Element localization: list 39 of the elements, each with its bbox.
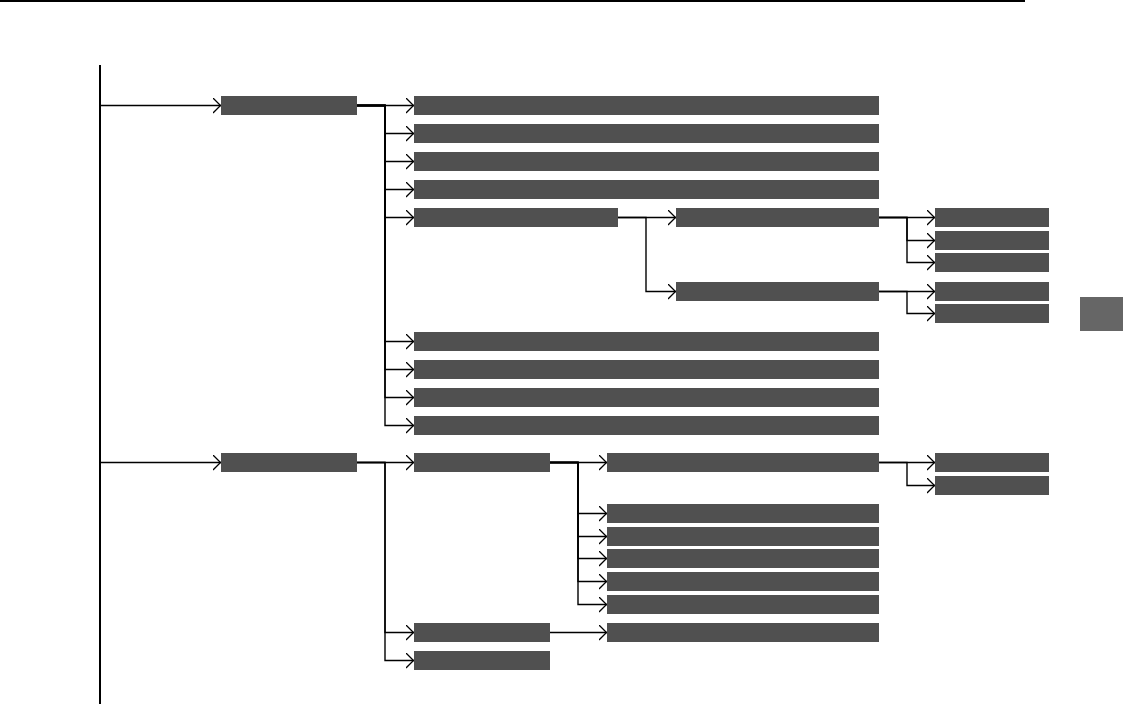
node-bar [414, 96, 879, 115]
node-bar [414, 332, 879, 351]
node-bar [414, 416, 879, 435]
node-bar [607, 527, 879, 546]
node-bar [221, 96, 357, 115]
node-bar [414, 208, 618, 227]
node-bar [935, 476, 1049, 495]
node-bar [221, 453, 357, 472]
node-bar [607, 453, 879, 472]
node-bar [414, 651, 550, 670]
node-bar [414, 152, 879, 171]
node-bar [935, 208, 1049, 227]
arrow [100, 454, 222, 471]
node-bar [676, 282, 879, 301]
vertical-line [99, 65, 101, 704]
node-bar [607, 595, 879, 614]
node-bar [935, 253, 1049, 272]
arrow [100, 97, 222, 114]
node-bar [607, 549, 879, 568]
node-bar [935, 453, 1049, 472]
arrow [549, 461, 608, 613]
node-bar [414, 388, 879, 407]
node-bar [935, 304, 1049, 323]
node-bar [935, 231, 1049, 250]
arrow [878, 216, 936, 271]
arrow [549, 624, 608, 641]
arrow [878, 290, 936, 322]
node-bar [414, 360, 879, 379]
arrow [878, 461, 936, 494]
node-bar [607, 623, 879, 642]
node-bar [607, 504, 879, 523]
node-bar [414, 453, 550, 472]
node-bar [414, 180, 879, 199]
node-bar [935, 282, 1049, 301]
node-bar [414, 124, 879, 143]
node-bar [607, 572, 879, 591]
node-bar [414, 623, 550, 642]
arrow [617, 216, 677, 300]
node-bar [676, 208, 879, 227]
